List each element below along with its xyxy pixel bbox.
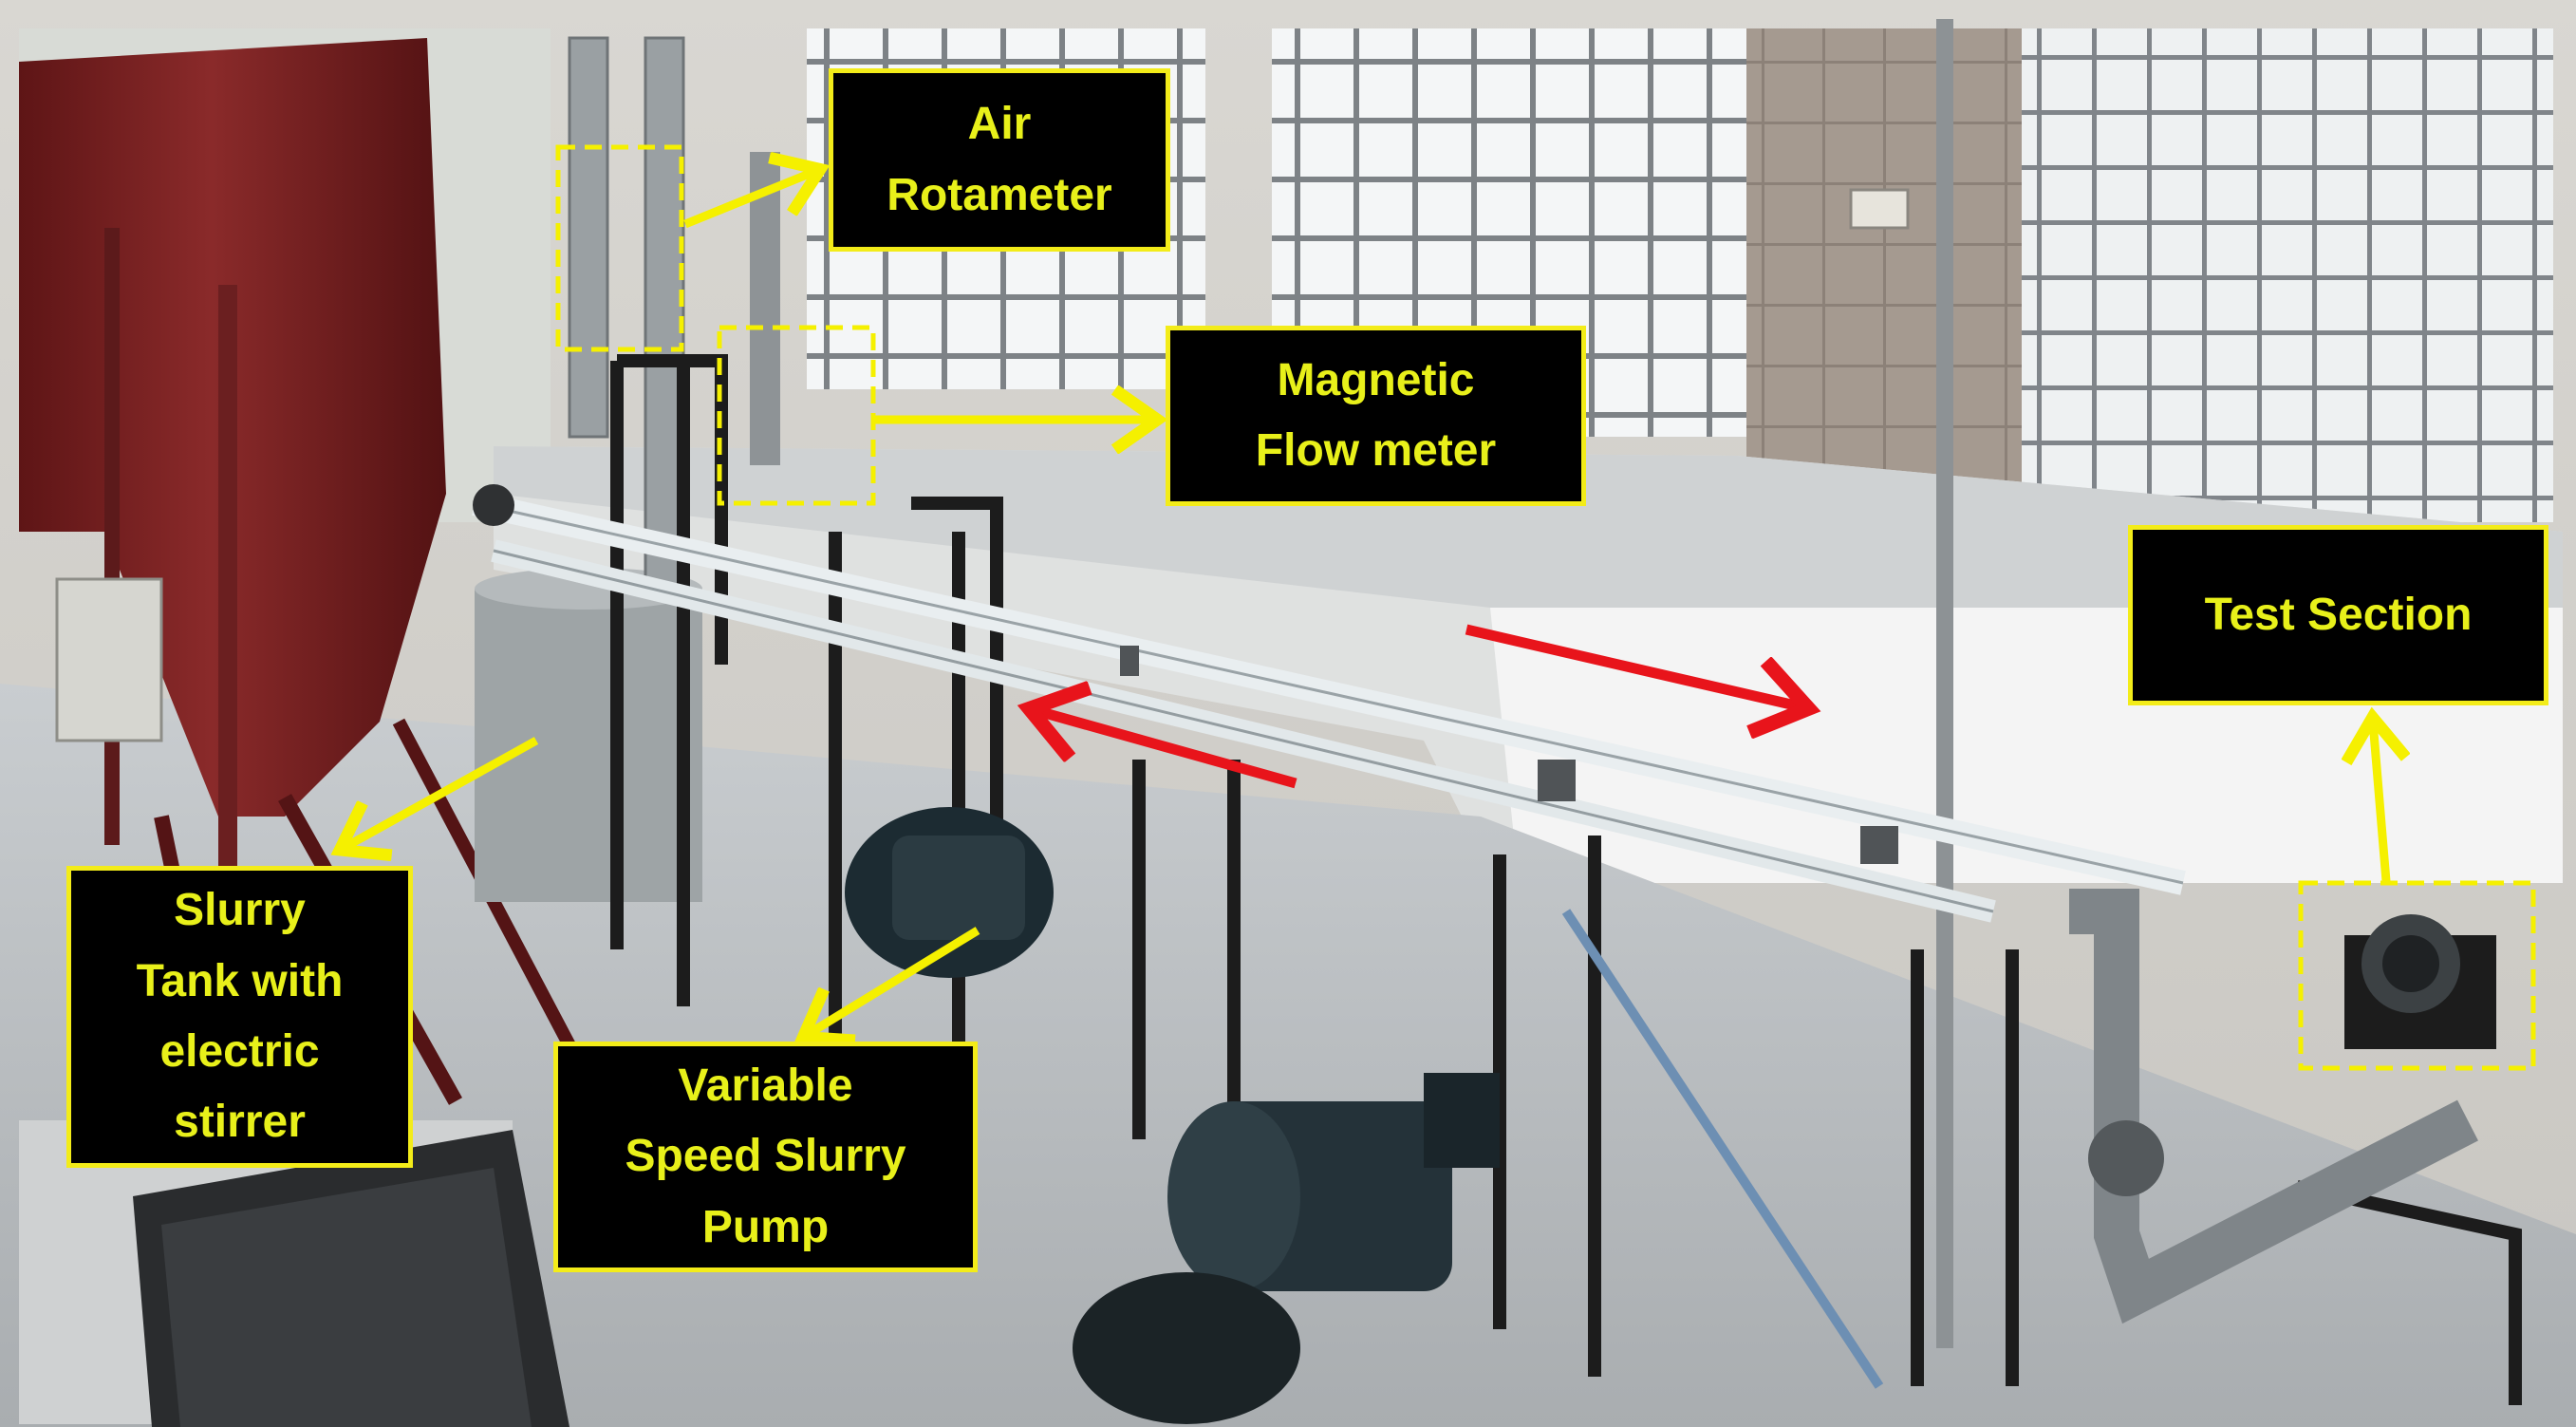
slurry-pump-label: Variable Speed Slurry Pump xyxy=(553,1042,978,1272)
slurry-pump-text: Variable Speed Slurry Pump xyxy=(625,1060,906,1252)
slurry-tank-text: Slurry Tank with electric stirrer xyxy=(136,885,344,1148)
main-pump-motor xyxy=(1073,1073,1500,1424)
control-box xyxy=(55,577,163,742)
window-grid-right xyxy=(2022,28,2553,522)
slurry-tank-label: Slurry Tank with electric stirrer xyxy=(66,866,413,1168)
air-rotameter-text: Air Rotameter xyxy=(887,99,1112,220)
magnetic-flow-meter-text: Magnetic Flow meter xyxy=(1255,354,1497,476)
slurry-pump-motor xyxy=(845,807,1054,978)
vertical-rod xyxy=(1936,19,1953,1348)
air-rotameter-label: Air Rotameter xyxy=(829,68,1170,252)
test-section-label: Test Section xyxy=(2128,525,2548,705)
test-section-text: Test Section xyxy=(2204,589,2473,640)
magnetic-flow-meter-label: Magnetic Flow meter xyxy=(1166,326,1586,506)
slurry-drum xyxy=(475,589,702,902)
tiled-pillar xyxy=(1746,28,2022,503)
